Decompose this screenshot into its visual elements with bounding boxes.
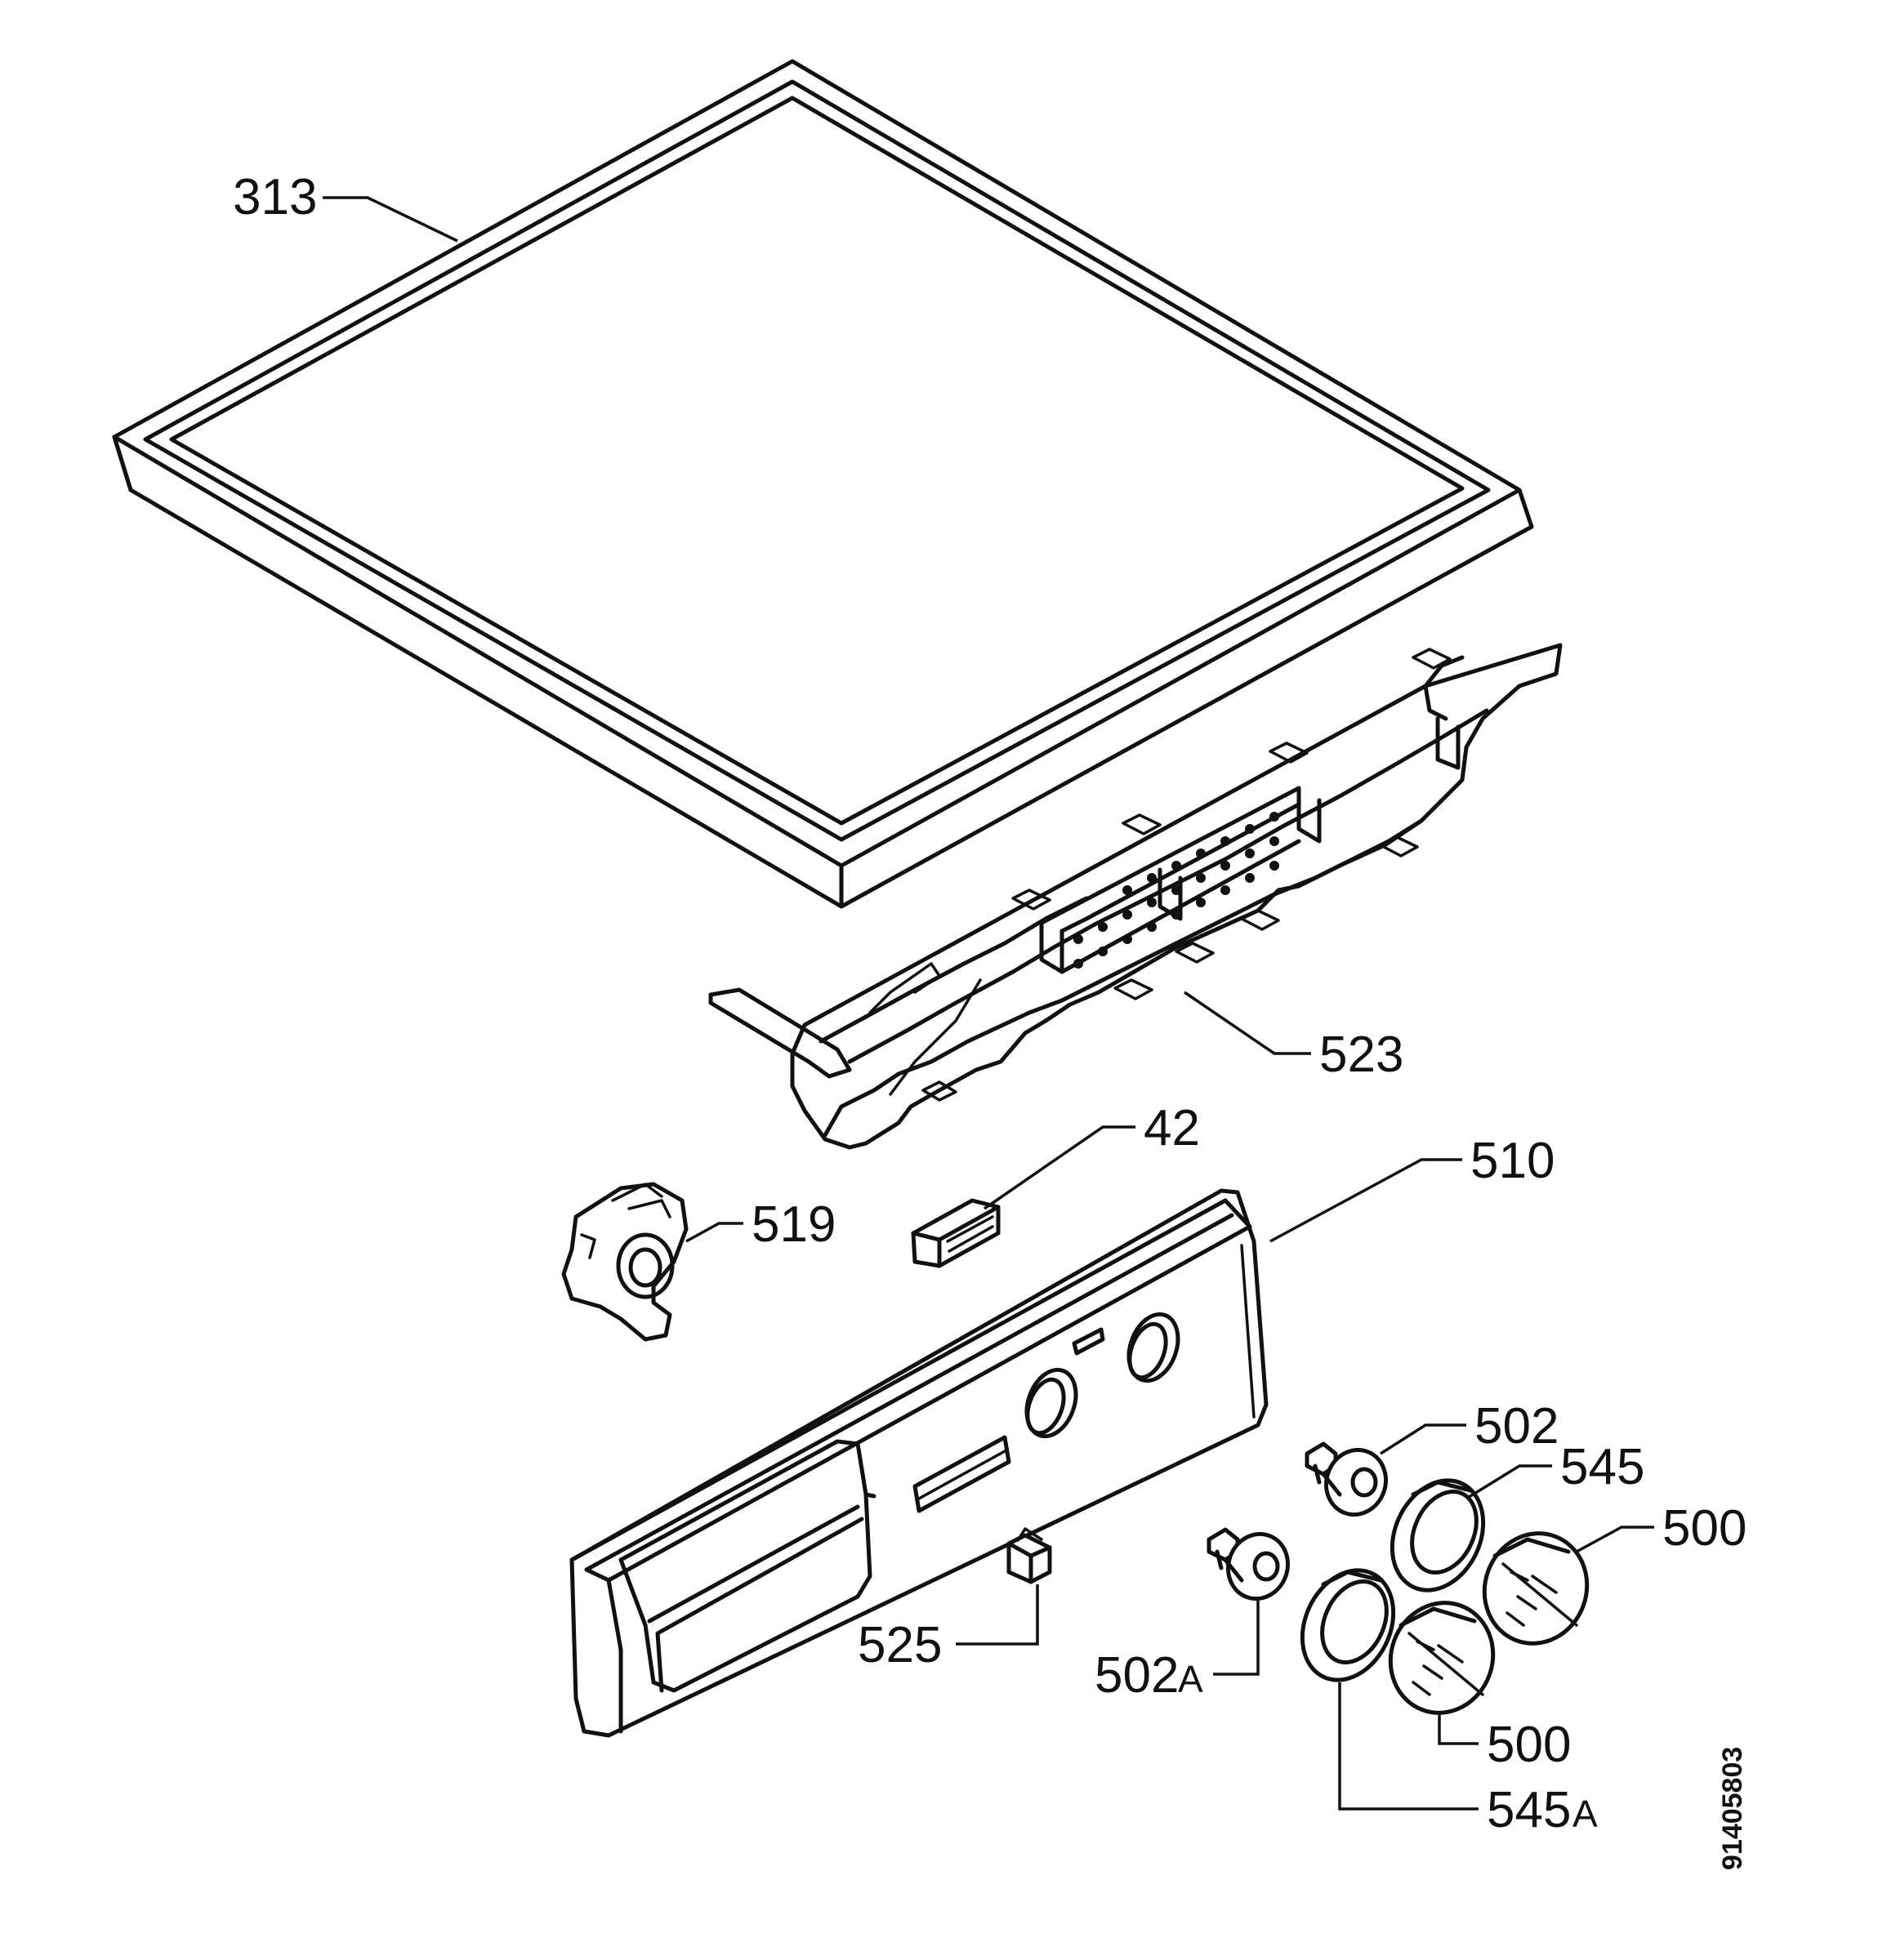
callout-labels: 313 523 42 510 519 502 545 500 525 502 A… (233, 169, 1746, 1838)
label-545: 545 (1560, 1439, 1644, 1495)
knob-500-lower (1388, 1601, 1496, 1715)
push-button-525 (1006, 1527, 1052, 1584)
label-510: 510 (1470, 1133, 1555, 1189)
label-502a: 502 (1095, 1647, 1179, 1704)
top-cover-313 (112, 59, 1534, 909)
ring-545a (1300, 1568, 1396, 1682)
label-500-upper: 500 (1662, 1500, 1746, 1557)
label-519: 519 (752, 1196, 836, 1253)
fascia-panel-510 (569, 1188, 1269, 1738)
label-42: 42 (1144, 1100, 1200, 1156)
label-545a-suffix: A (1572, 1793, 1598, 1835)
ring-545 (1390, 1478, 1486, 1592)
label-502a-suffix: A (1178, 1658, 1203, 1700)
switch-block-42 (911, 1198, 1001, 1268)
label-545a: 545 (1487, 1782, 1571, 1838)
shaft-adapter-502 (1305, 1441, 1388, 1517)
document-number: 91405803 (1717, 1747, 1748, 1870)
label-502: 502 (1474, 1398, 1559, 1454)
label-525: 525 (858, 1617, 942, 1673)
label-313: 313 (233, 169, 317, 225)
leader-lines (323, 196, 1654, 1811)
label-523: 523 (1319, 1027, 1403, 1083)
panel-frame-523 (708, 643, 1563, 1150)
shaft-adapter-502a (1207, 1527, 1290, 1601)
label-500-lower: 500 (1487, 1717, 1571, 1773)
knob-500-upper (1482, 1531, 1590, 1646)
ventilation-holes (1073, 812, 1279, 969)
bracket-519 (561, 1182, 689, 1342)
